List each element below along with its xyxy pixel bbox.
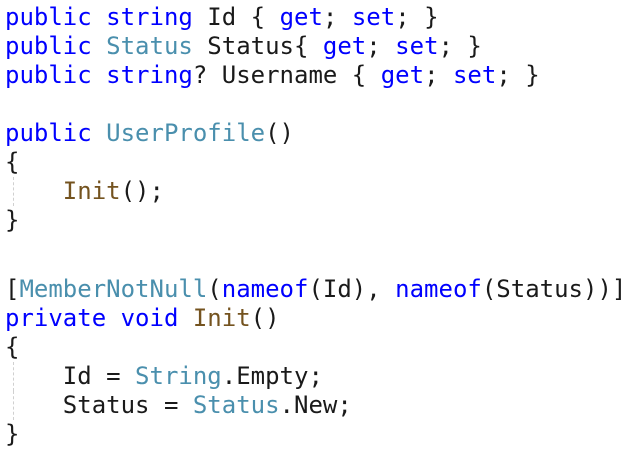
text-token: ; } (496, 61, 540, 89)
text-token: [ (5, 275, 20, 303)
code-line: Id = String.Empty; (5, 362, 626, 391)
code-line: public UserProfile() (5, 119, 626, 148)
text-token: ; (322, 3, 352, 31)
text-token: Status{ (192, 32, 323, 60)
text-token: ? Username { (192, 61, 381, 89)
keyword-token: string (106, 3, 193, 31)
code-line: public string? Username { get; set; } (5, 61, 626, 90)
code-line (5, 90, 626, 119)
code-line: } (5, 206, 626, 235)
text-token: Status = (5, 391, 193, 419)
text-token: ; (424, 61, 453, 89)
indent-guide (13, 391, 14, 420)
text-token: (Status))] (481, 275, 627, 303)
code-line: public string Id { get; set; } (5, 3, 626, 32)
text-token: ; } (438, 32, 482, 60)
text-token: Id = (5, 362, 136, 390)
code-line: { (5, 148, 626, 177)
type-token: Status (192, 391, 280, 419)
text-token: .Empty; (221, 362, 323, 390)
text-token: ( (207, 275, 222, 303)
keyword-token: string (106, 61, 193, 89)
text-token: { (5, 148, 20, 176)
keyword-token: public (5, 3, 92, 31)
text-token (178, 304, 192, 332)
code-line (5, 235, 626, 275)
text-token (92, 3, 106, 31)
code-editor[interactable]: public string Id { get; set; }public Sta… (5, 3, 626, 449)
keyword-token: set (351, 3, 396, 31)
type-token: UserProfile (106, 119, 266, 147)
text-token: ; (366, 32, 396, 60)
keyword-token: void (120, 304, 179, 332)
text-token: } (5, 206, 20, 234)
text-token: (Id), (308, 275, 396, 303)
text-token: ; } (395, 3, 439, 31)
code-line: public Status Status{ get; set; } (5, 32, 626, 61)
text-token: () (265, 119, 295, 147)
keyword-token: get (279, 3, 323, 31)
keyword-token: public (5, 32, 92, 60)
indent-guide (13, 362, 14, 391)
keyword-token: set (452, 61, 497, 89)
text-token: Id { (192, 3, 280, 31)
method-token: Init (62, 177, 121, 205)
keyword-token: set (395, 32, 439, 60)
type-token: String (135, 362, 222, 390)
method-token: Init (192, 304, 251, 332)
code-line: [MemberNotNull(nameof(Id), nameof(Status… (5, 275, 626, 304)
text-token (92, 119, 106, 147)
code-line: Init(); (5, 177, 626, 206)
text-token: (); (120, 177, 164, 205)
keyword-token: public (5, 119, 92, 147)
keyword-token: get (322, 32, 367, 60)
code-line: private void Init() (5, 304, 626, 333)
text-token: .New; (279, 391, 352, 419)
text-token: } (5, 420, 20, 448)
keyword-token: private (5, 304, 107, 332)
text-token (92, 61, 106, 89)
keyword-token: nameof (395, 275, 482, 303)
keyword-token: nameof (221, 275, 309, 303)
indent-guide (13, 177, 14, 206)
text-token (92, 32, 106, 60)
keyword-token: public (5, 61, 92, 89)
keyword-token: get (380, 61, 425, 89)
code-line: } (5, 420, 626, 449)
text-token: () (250, 304, 280, 332)
text-token: { (5, 333, 20, 361)
type-token: Status (106, 32, 193, 60)
text-token (106, 304, 120, 332)
type-token: MemberNotNull (19, 275, 208, 303)
code-line: { (5, 333, 626, 362)
code-line: Status = Status.New; (5, 391, 626, 420)
